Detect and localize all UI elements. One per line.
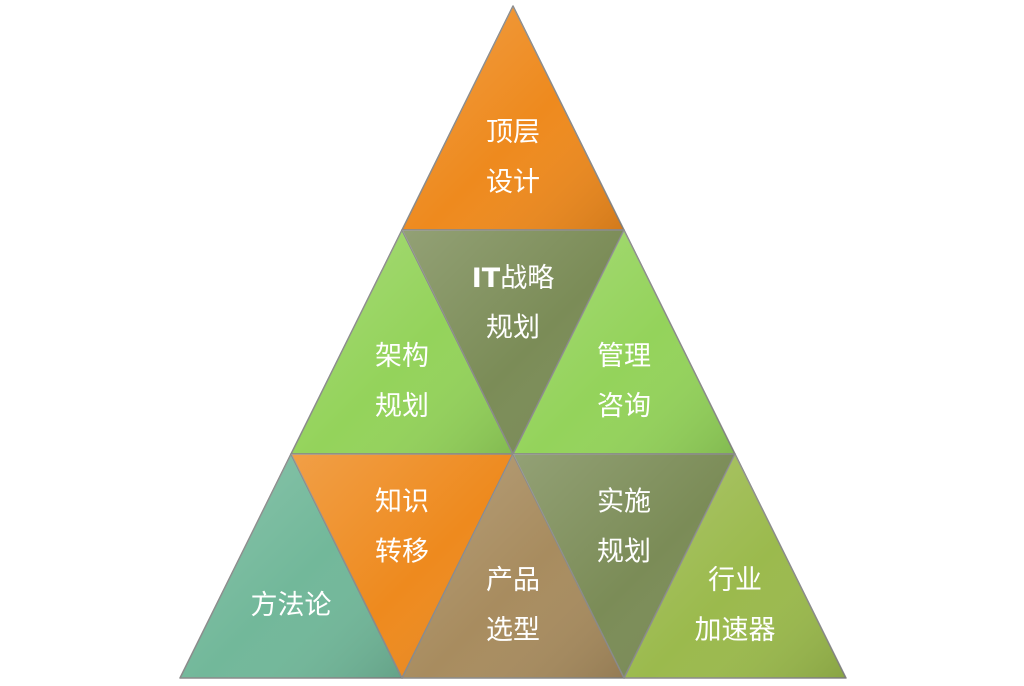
label-industry-accelerator-line-2: 加速器 <box>695 615 776 646</box>
label-methodology-line-1: 方法论 <box>251 590 332 621</box>
label-industry-accelerator-line-1: 行业 <box>708 565 762 596</box>
label-top-design-line-1: 顶层 <box>486 117 540 148</box>
label-knowledge-transfer-line-1: 知识 <box>375 486 429 517</box>
label-architecture-plan-line-2: 规划 <box>375 391 429 422</box>
label-implementation-plan-line-1: 实施 <box>597 486 651 517</box>
label-top-design-line-2: 设计 <box>486 167 540 198</box>
label-product-selection-line-1: 产品 <box>486 565 540 596</box>
label-management-consult-line-2: 咨询 <box>597 391 651 422</box>
label-management-consult-line-1: 管理 <box>597 341 651 372</box>
label-it-strategy-line-2: 规划 <box>486 312 540 343</box>
label-product-selection-line-2: 选型 <box>486 615 540 646</box>
label-it-strategy-line-1: IT战略 <box>472 262 554 293</box>
label-knowledge-transfer-line-2: 转移 <box>375 536 429 567</box>
label-implementation-plan-line-2: 规划 <box>597 536 651 567</box>
label-architecture-plan-line-1: 架构 <box>375 341 429 372</box>
